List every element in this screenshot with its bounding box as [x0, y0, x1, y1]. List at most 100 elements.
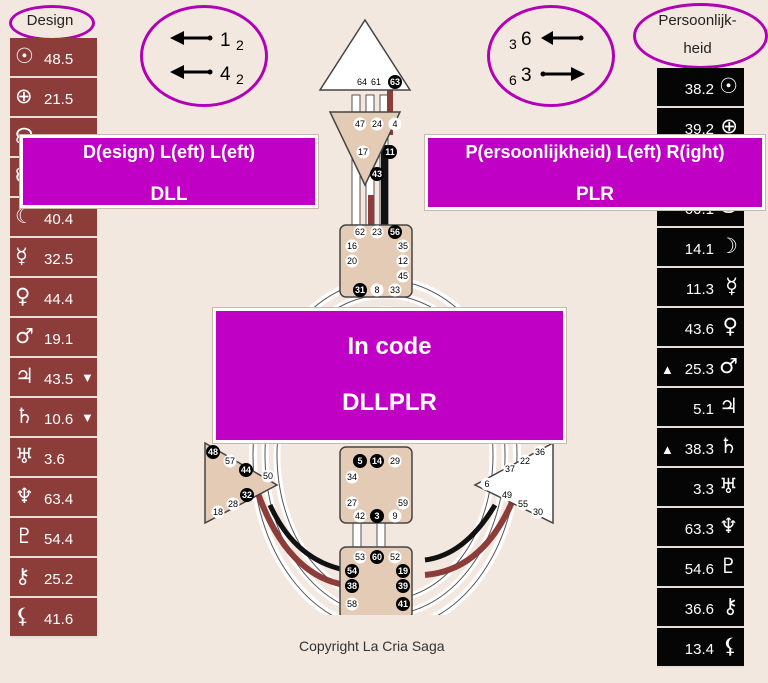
design-column: ☉48.5⊕21.5☊☋☾40.4☿32.5♀44.4♂19.1♃43.5▼♄1… [10, 38, 97, 638]
gate-41: 41 [396, 597, 410, 611]
jupiter-icon: ♃ [15, 364, 34, 388]
svg-text:43: 43 [372, 169, 382, 179]
gate-27: 27 [345, 496, 359, 510]
svg-text:61: 61 [371, 77, 381, 87]
design-row: ♅3.6 [10, 438, 97, 478]
moon-icon: ☽ [719, 234, 738, 258]
svg-text:50: 50 [263, 471, 273, 481]
design-row: ♄10.6▼ [10, 398, 97, 438]
saturn-icon: ♄ [15, 404, 34, 428]
personality-value: 38.3 [684, 441, 714, 458]
throat-center [339, 224, 413, 298]
right-arrow-1: 3 6 [509, 29, 584, 52]
design-value: 43.5 [44, 371, 74, 388]
design-callout: D(esign) L(eft) L(eft) DLL [20, 135, 318, 208]
gate-44: 44 [239, 463, 253, 477]
chiron-icon: ⚷ [15, 564, 31, 588]
personality-value: 13.4 [684, 641, 714, 658]
neptune-icon: ♆ [719, 514, 738, 538]
gate-61: 61 [369, 75, 383, 89]
svg-text:37: 37 [505, 464, 515, 474]
design-row: ♃43.5▼ [10, 358, 97, 398]
svg-text:6: 6 [484, 479, 489, 489]
gate-47: 47 [353, 117, 367, 131]
jupiter-icon: ♃ [719, 394, 738, 418]
personality-row: ♆63.3 [657, 508, 744, 548]
gate-5: 5 [353, 454, 367, 468]
mercury-icon: ☿ [725, 274, 738, 298]
gate-33: 33 [388, 283, 402, 297]
code-callout-title: In code [347, 333, 432, 360]
svg-text:16: 16 [347, 241, 357, 251]
svg-text:33: 33 [390, 285, 400, 295]
left-arrows-oval [140, 5, 268, 107]
left-arrow-1: 1 2 [170, 30, 244, 53]
gate-30: 30 [531, 505, 545, 519]
saturn-icon: ♄ [719, 434, 738, 458]
personality-direction-arrow: ▲ [661, 442, 674, 457]
gate-28: 28 [226, 497, 240, 511]
personality-value: 54.6 [684, 561, 714, 578]
right-arrow-2-main: 3 [521, 65, 532, 86]
gate-11: 11 [383, 145, 397, 159]
design-row: ☉48.5 [10, 38, 97, 78]
chiron-icon: ⚷ [722, 594, 738, 618]
svg-text:28: 28 [228, 499, 238, 509]
design-callout-code: DLL [150, 184, 188, 205]
gate-59: 59 [396, 496, 410, 510]
venus-icon: ♀ [15, 284, 31, 308]
svg-text:55: 55 [518, 499, 528, 509]
left-arrow-2-sub: 2 [236, 71, 244, 87]
personality-row: ☿11.3 [657, 268, 744, 308]
left-arrow-1-sub: 2 [236, 37, 244, 53]
pluto-icon: ♇ [719, 554, 738, 578]
gate-49: 49 [500, 488, 514, 502]
venus-icon: ♀ [722, 314, 738, 338]
design-value: 3.6 [44, 451, 65, 468]
gate-43: 43 [370, 167, 384, 181]
gate-48: 48 [206, 445, 220, 459]
personality-value: 39.2 [684, 121, 714, 138]
svg-text:35: 35 [398, 241, 408, 251]
gate-39: 39 [396, 579, 410, 593]
head-center [318, 18, 412, 91]
lilith-icon: ⚸ [15, 604, 31, 628]
personality-value: 36.6 [684, 601, 714, 618]
earth-icon: ⊕ [15, 84, 33, 108]
gate-24: 24 [370, 117, 384, 131]
svg-text:22: 22 [520, 456, 530, 466]
gate-35: 35 [396, 239, 410, 253]
copyright: Copyright La Cria Saga [299, 638, 445, 654]
personality-value: 14.1 [684, 241, 714, 258]
gate-54: 54 [345, 564, 359, 578]
gate-4: 4 [388, 117, 402, 131]
gate-64: 64 [355, 75, 369, 89]
gate-17: 17 [356, 145, 370, 159]
svg-text:11: 11 [385, 147, 395, 157]
personality-row: ⚸13.4 [657, 628, 744, 668]
gate-63: 63 [388, 75, 402, 89]
personality-header-line1: Persoonlijk- [658, 12, 737, 29]
gate-29: 29 [388, 454, 402, 468]
personality-row: ☽ 14.1 [657, 228, 744, 268]
right-arrow-1-sub: 3 [509, 36, 517, 52]
svg-text:64: 64 [357, 77, 367, 87]
personality-value: 5.1 [693, 401, 714, 418]
svg-text:9: 9 [392, 511, 397, 521]
right-arrows-oval [487, 5, 615, 107]
svg-text:19: 19 [398, 566, 408, 576]
personality-header-line2: heid [683, 40, 712, 57]
personality-row: ♅3.3 [657, 468, 744, 508]
svg-text:38: 38 [347, 581, 357, 591]
personality-value: 38.2 [684, 81, 714, 98]
svg-text:3: 3 [374, 511, 379, 521]
left-arrow-2: 4 2 [170, 64, 244, 87]
left-arrow-1-main: 1 [220, 30, 231, 51]
svg-text:32: 32 [242, 490, 252, 500]
design-callout-title: D(esign) L(eft) L(eft) [83, 142, 255, 162]
personality-direction-arrow: ▲ [661, 362, 674, 377]
personality-row: ♇ 54.6 [657, 548, 744, 588]
svg-text:54: 54 [347, 566, 357, 576]
gate-18: 18 [211, 505, 225, 519]
